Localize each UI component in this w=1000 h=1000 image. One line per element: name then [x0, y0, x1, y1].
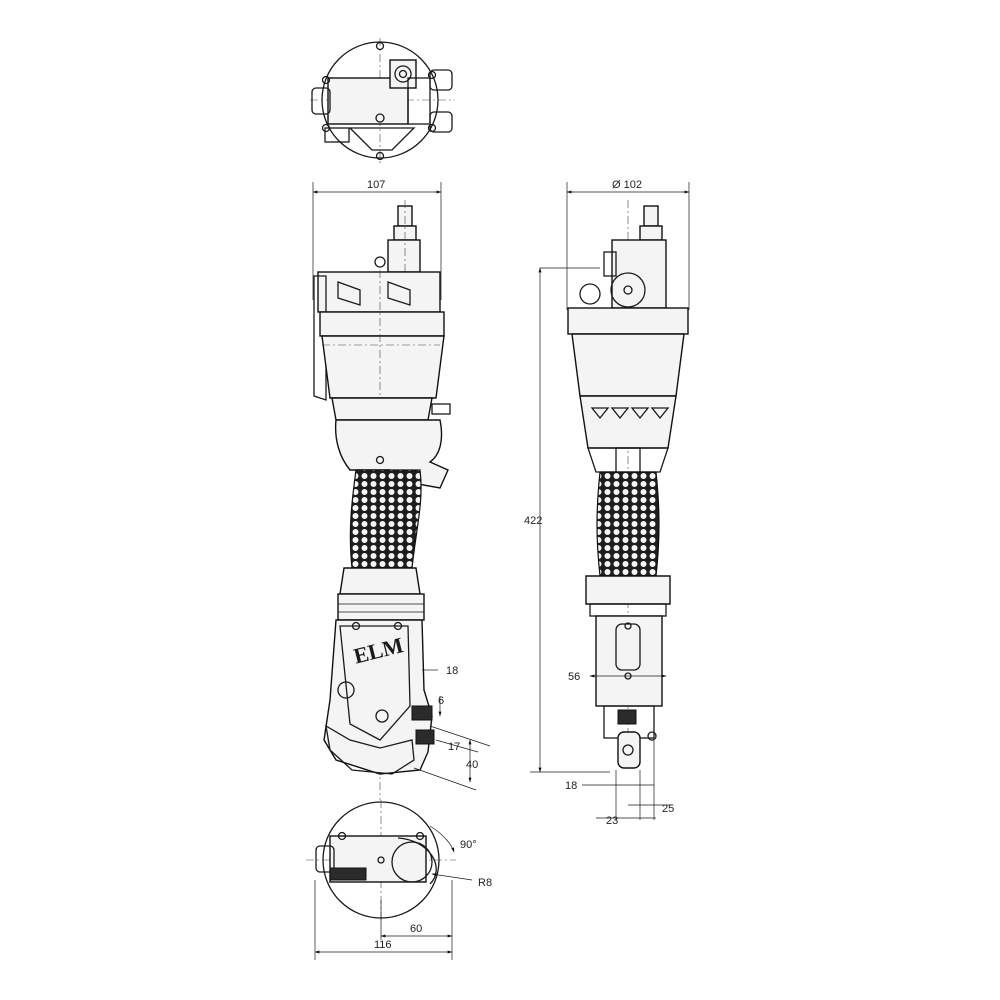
dim-bottom-radius: R8 [478, 877, 492, 889]
dim-front-56: 56 [568, 671, 580, 683]
dim-overall-length: 422 [524, 515, 542, 527]
dim-bottom-angle: 90° [460, 839, 477, 851]
dim-bottom-116: 116 [374, 939, 392, 951]
bottom-view: 90° R8 60 116 [306, 800, 492, 960]
dim-front-18: 18 [565, 780, 577, 792]
dim-bottom-60: 60 [410, 923, 422, 935]
dim-front-23: 23 [606, 815, 618, 827]
dim-side-6: 6 [438, 695, 444, 707]
dim-side-40: 40 [466, 759, 478, 771]
dim-front-diameter: Ø 102 [612, 179, 642, 191]
dim-side-width: 107 [367, 179, 385, 191]
side-view: 107 ELM [312, 179, 491, 800]
front-view: Ø 102 [524, 179, 690, 827]
dim-side-18: 18 [446, 665, 458, 677]
top-view [310, 38, 455, 165]
dim-side-17: 17 [448, 741, 460, 753]
dim-front-25: 25 [662, 803, 674, 815]
